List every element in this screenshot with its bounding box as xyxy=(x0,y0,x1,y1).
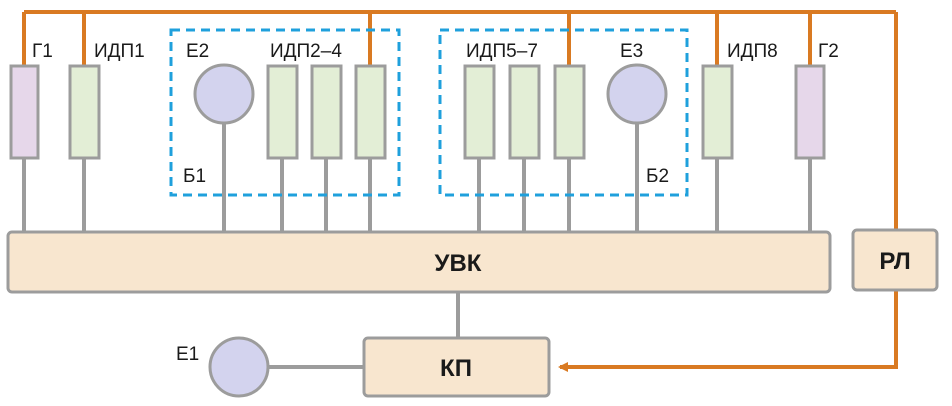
group-b1 xyxy=(169,28,401,197)
kp-block xyxy=(362,336,551,398)
smoke-sensor-idp1 xyxy=(68,64,101,160)
uvk-label: УВК xyxy=(435,250,482,277)
smoke-sensor-idp3 xyxy=(310,64,343,160)
orange-bus xyxy=(22,10,898,372)
uvk-block xyxy=(6,230,832,294)
emitter-e3-icon xyxy=(606,63,668,125)
label-idp2-4: ИДП2–4 xyxy=(270,41,342,62)
gas-sensor-g2 xyxy=(794,64,826,160)
label-e1: Е1 xyxy=(176,344,199,365)
gas-sensor-g1 xyxy=(9,64,40,160)
smoke-sensor-idp6 xyxy=(508,64,541,160)
kp-label: КП xyxy=(440,355,472,382)
label-idp8: ИДП8 xyxy=(727,41,778,62)
emitter-e2-icon xyxy=(193,63,255,125)
label-g2: Г2 xyxy=(818,41,839,62)
label-e3: Е3 xyxy=(620,41,643,62)
label-idp5-7: ИДП5–7 xyxy=(466,41,538,62)
smoke-sensor-idp8 xyxy=(701,64,734,160)
group-b2 xyxy=(438,28,689,197)
smoke-sensor-idp2 xyxy=(266,64,299,160)
smoke-sensor-idp5 xyxy=(463,64,496,160)
smoke-sensor-idp7 xyxy=(553,64,586,160)
rl-block xyxy=(851,228,939,292)
label-idp1: ИДП1 xyxy=(94,41,145,62)
smoke-sensor-idp4 xyxy=(354,64,387,160)
label-e2: Е2 xyxy=(186,41,209,62)
label-b2: Б2 xyxy=(646,166,669,187)
label-g1: Г1 xyxy=(32,41,53,62)
emitter-e1-icon xyxy=(208,336,270,398)
orange-rl-to-kp-arrow xyxy=(558,290,898,372)
rl-label: РЛ xyxy=(879,248,910,275)
sensors xyxy=(9,64,826,160)
label-b1: Б1 xyxy=(183,166,206,187)
